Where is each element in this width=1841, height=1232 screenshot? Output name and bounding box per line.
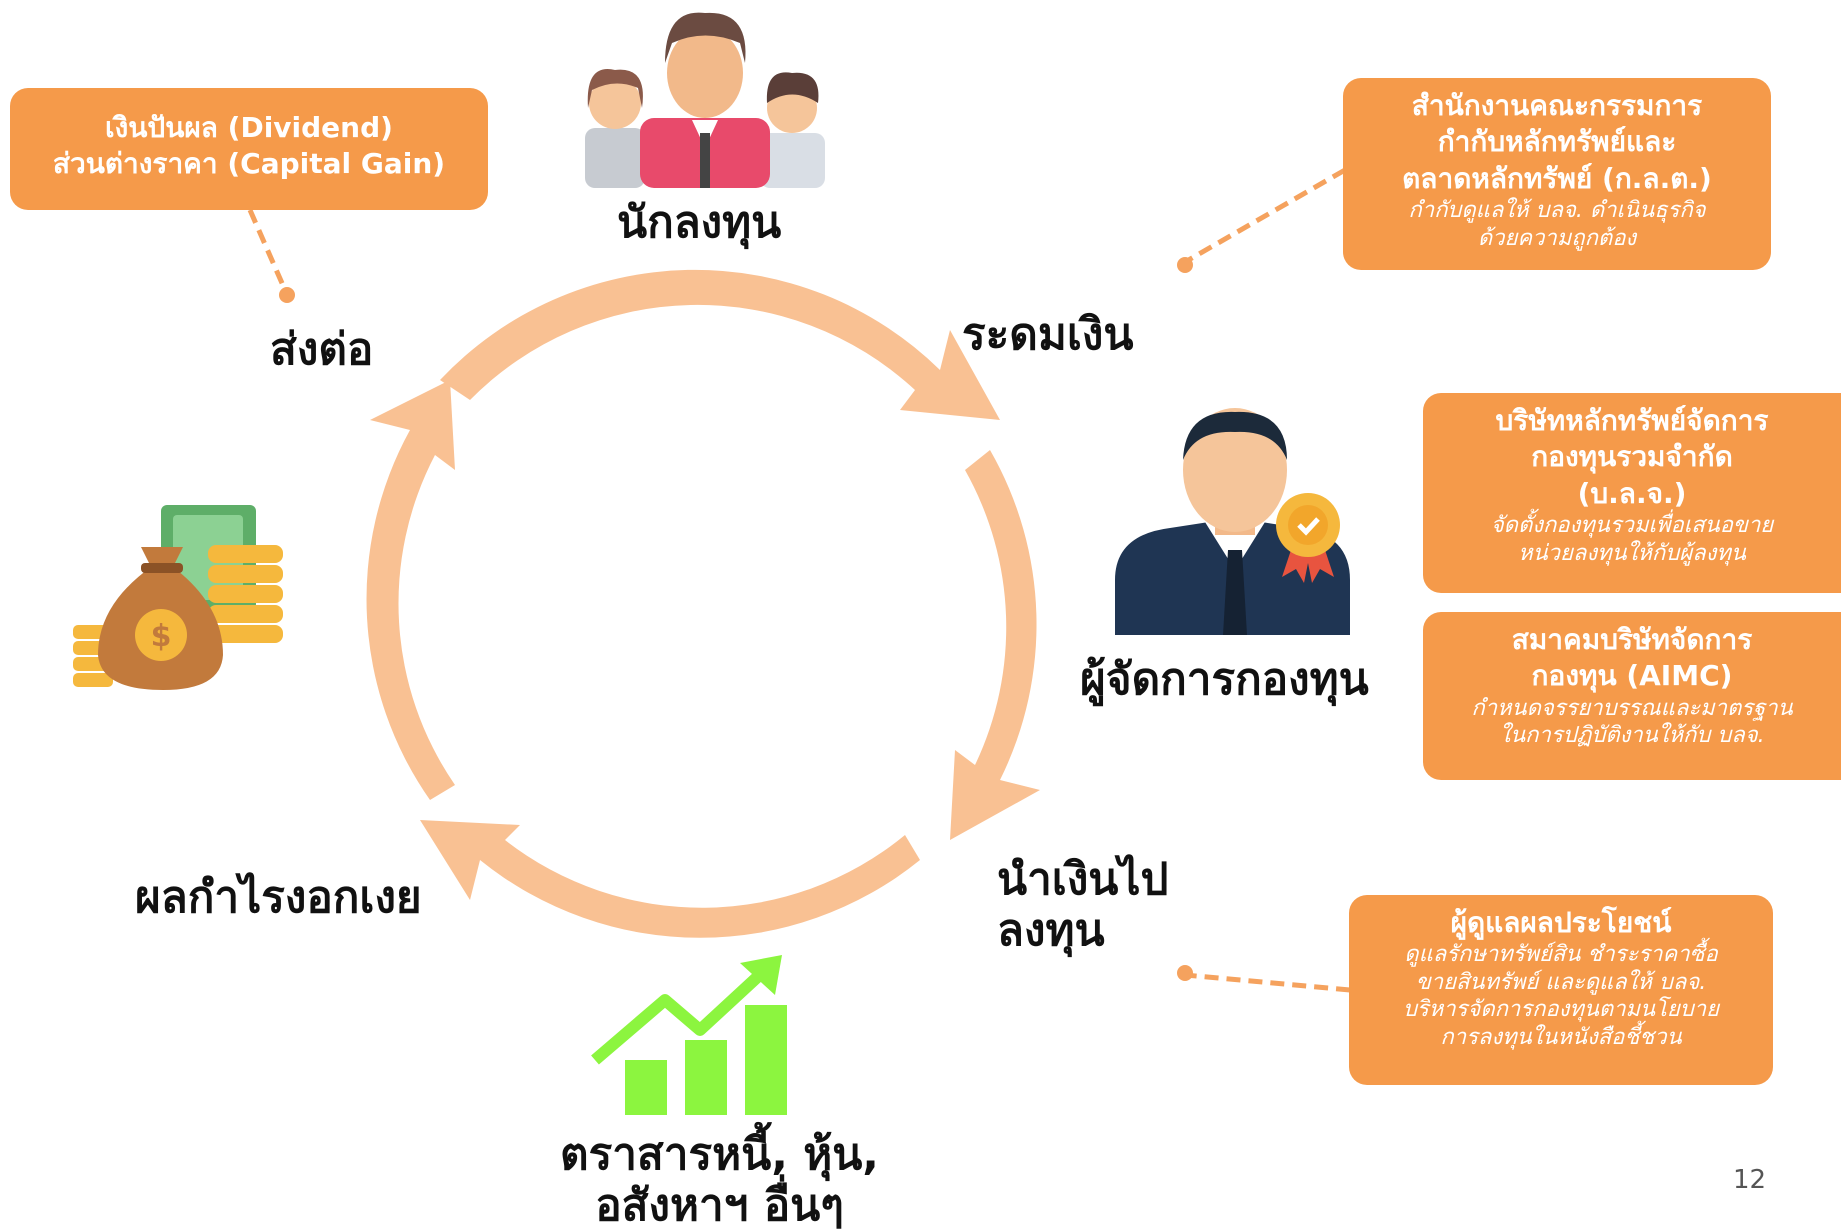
assets-label: ตราสารหนี้, หุ้น, อสังหาฯ อื่นๆ (560, 1129, 880, 1231)
aimc-box-desc-line1: กำหนดจรรยาบรรณและมาตรฐาน (1471, 695, 1793, 721)
trustee-box-desc-line2: ขายสินทรัพย์ และดูแลให้ บลจ. (1415, 969, 1707, 995)
trustee-box-desc-line1: ดูแลรักษาทรัพย์สิน ชำระราคาซื้อ (1404, 942, 1718, 968)
fund-manager-icon (1115, 408, 1350, 635)
returns-box: เงินปันผล (Dividend) ส่วนต่างราคา (Capit… (10, 88, 488, 210)
money-bag-icon: $ (73, 505, 283, 690)
amc-box-desc-line2: หน่วยลงทุนให้กับผู้ลงทุน (1518, 540, 1746, 566)
invest-label-line1: นำเงินไป (997, 854, 1169, 905)
trustee-box-desc-line4: การลงทุนในหนังสือชี้ชวน (1440, 1024, 1682, 1050)
invest-label-line2: ลงทุน (997, 904, 1105, 956)
amc-box-title-line2: กองทุนรวมจำกัด (1531, 440, 1733, 474)
trustee-box: ผู้ดูแลผลประโยชน์ ดูแลรักษาทรัพย์สิน ชำร… (1349, 895, 1773, 1085)
returns-label: ผลกำไรงอกเงย (135, 872, 422, 923)
fund-manager-label: ผู้จัดการกองทุน (1080, 654, 1369, 705)
amc-box-title-line3: (บ.ล.จ.) (1577, 476, 1687, 510)
assets-label-line2: อสังหาฯ อื่นๆ (595, 1179, 844, 1231)
returns-box-line2: ส่วนต่างราคา (Capital Gain) (52, 147, 446, 181)
raise-money-label: ระดมเงิน (962, 309, 1134, 360)
investor-group-icon (585, 12, 825, 188)
pass-on-label: ส่งต่อ (270, 324, 374, 375)
svg-text:$: $ (151, 619, 172, 654)
aimc-box-title-line2: กองทุน (AIMC) (1531, 659, 1733, 693)
trustee-box-title: ผู้ดูแลผลประโยชน์ (1450, 906, 1672, 939)
aimc-box: สมาคมบริษัทจัดการ กองทุน (AIMC) กำหนดจรร… (1423, 612, 1841, 780)
assets-label-line1: ตราสารหนี้, หุ้น, (560, 1129, 880, 1180)
sec-box-title-line3: ตลาดหลักทรัพย์ (ก.ล.ต.) (1402, 161, 1712, 195)
sec-box: สำนักงานคณะกรรมการ กำกับหลักทรัพย์และ ตล… (1343, 78, 1771, 270)
sec-box-desc-line2: ด้วยความถูกต้อง (1477, 225, 1637, 251)
amc-box-title-line1: บริษัทหลักทรัพย์จัดการ (1495, 404, 1769, 437)
sec-box-title-line2: กำกับหลักทรัพย์และ (1437, 125, 1677, 159)
aimc-box-desc-line2: ในการปฏิบัติงานให้กับ บลจ. (1499, 723, 1765, 749)
amc-box-desc-line1: จัดตั้งกองทุนรวมเพื่อเสนอขาย (1490, 513, 1774, 539)
sec-box-desc-line1: กำกับดูแลให้ บลจ. ดำเนินธุรกิจ (1408, 198, 1706, 224)
aimc-box-title-line1: สมาคมบริษัทจัดการ (1511, 623, 1753, 656)
invest-label: นำเงินไป ลงทุน (997, 854, 1169, 956)
investor-label: นักลงทุน (617, 197, 782, 248)
growth-chart-icon (591, 955, 787, 1115)
sec-box-title-line1: สำนักงานคณะกรรมการ (1411, 89, 1703, 122)
amc-box: บริษัทหลักทรัพย์จัดการ กองทุนรวมจำกัด (บ… (1423, 393, 1841, 593)
trustee-box-desc-line3: บริหารจัดการกองทุนตามนโยบาย (1402, 997, 1720, 1023)
returns-box-line1: เงินปันผล (Dividend) (105, 111, 393, 144)
page-number: 12 (1733, 1165, 1767, 1195)
